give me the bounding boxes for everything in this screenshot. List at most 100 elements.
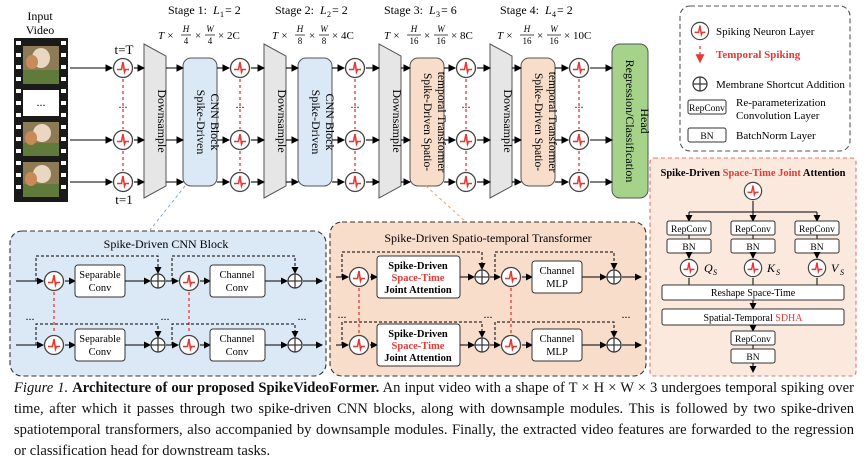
svg-text:Spike-Driven: Spike-Driven bbox=[388, 329, 448, 340]
svg-text:...: ... bbox=[622, 307, 631, 321]
stage-header-1: Stage 1: L 1 = 2 T × H 4 × W 4 × 2C bbox=[158, 3, 241, 46]
svg-text:MLP: MLP bbox=[546, 279, 568, 290]
svg-text:CNN Block: CNN Block bbox=[323, 94, 337, 151]
neuron-column-2: ... bbox=[229, 57, 251, 193]
svg-text:8: 8 bbox=[298, 36, 303, 46]
neuron-column-1: ... bbox=[112, 57, 134, 193]
svg-text:Temporal Spiking: Temporal Spiking bbox=[716, 49, 801, 61]
cnn-block-stage2: Spike-Driven CNN Block bbox=[297, 57, 337, 187]
svg-text:RepConv: RepConv bbox=[799, 225, 835, 235]
svg-text:Convolution Layer: Convolution Layer bbox=[736, 110, 820, 122]
svg-text:× 8C: × 8C bbox=[451, 30, 473, 42]
transformer-detail-title: Spike-Driven Spatio-temporal Transformer bbox=[384, 231, 591, 245]
spiking-neuron-icon bbox=[112, 57, 134, 79]
spiking-neuron-icon bbox=[112, 171, 134, 193]
downsample-3: Downsample bbox=[378, 43, 404, 199]
svg-text:4: 4 bbox=[208, 36, 213, 46]
svg-text:T ×: T × bbox=[497, 30, 513, 42]
cnn-block-stage1: Spike-Driven CNN Block bbox=[182, 57, 222, 187]
video-filmstrip: ... bbox=[14, 38, 68, 202]
svg-text:Spike-Driven Spatio-: Spike-Driven Spatio- bbox=[532, 73, 544, 171]
svg-text:BN: BN bbox=[746, 243, 759, 253]
svg-text:×: × bbox=[309, 30, 315, 42]
svg-text:×: × bbox=[537, 30, 543, 42]
svg-text:BatchNorm Layer: BatchNorm Layer bbox=[736, 130, 816, 142]
svg-text:Space-Time: Space-Time bbox=[392, 341, 445, 352]
svg-text:CNN Block: CNN Block bbox=[208, 94, 222, 151]
svg-text:T ×: T × bbox=[384, 30, 400, 42]
attention-input-neuron-icon bbox=[743, 181, 763, 201]
transformer-detail-row-bottom: Spike-Driven Space-Time Joint Attention … bbox=[336, 321, 642, 367]
svg-text:× 4C: × 4C bbox=[332, 30, 354, 42]
video-frame-dots: ... bbox=[37, 95, 46, 109]
figure-caption: Figure 1. Architecture of our proposed S… bbox=[14, 378, 854, 462]
svg-text:Conv: Conv bbox=[226, 283, 250, 294]
svg-text:BN: BN bbox=[700, 132, 713, 142]
svg-text:...: ... bbox=[575, 97, 584, 111]
neuron-column-3: ... bbox=[344, 57, 366, 193]
svg-text:Q: Q bbox=[704, 261, 713, 275]
svg-text:Separable: Separable bbox=[79, 334, 121, 345]
downsample-1: Downsample bbox=[143, 43, 169, 199]
svg-text:16: 16 bbox=[437, 36, 447, 46]
spiking-neuron-icon bbox=[112, 129, 134, 151]
attention-branch-k: RepConv BN K S bbox=[730, 220, 780, 278]
svg-text:Downsample: Downsample bbox=[275, 89, 289, 152]
cnn-detail-row-top: Separable Conv Channel Conv bbox=[16, 255, 323, 298]
svg-text:2: 2 bbox=[327, 10, 331, 19]
svg-text:...: ... bbox=[236, 97, 245, 111]
svg-text:L: L bbox=[544, 3, 552, 17]
svg-text:Conv: Conv bbox=[89, 283, 113, 294]
svg-text:Joint Attention: Joint Attention bbox=[384, 353, 452, 364]
svg-text:W: W bbox=[437, 24, 446, 34]
cnn-detail-row-bottom: Separable Conv Channel Conv bbox=[16, 323, 323, 362]
svg-text:= 6: = 6 bbox=[441, 3, 457, 17]
downsample-4: Downsample bbox=[489, 43, 515, 199]
svg-text:× 10C: × 10C bbox=[564, 30, 591, 42]
svg-text:V: V bbox=[831, 261, 840, 275]
svg-text:temporal Transformer: temporal Transformer bbox=[546, 72, 558, 173]
svg-text:L: L bbox=[428, 3, 436, 17]
svg-text:H: H bbox=[410, 24, 418, 34]
svg-text:...: ... bbox=[338, 307, 347, 321]
svg-text:Downsample: Downsample bbox=[390, 89, 404, 152]
svg-text:16: 16 bbox=[523, 36, 533, 46]
regression-classification-head: Regression/Classification Head bbox=[611, 43, 652, 199]
svg-text:H: H bbox=[182, 24, 190, 34]
t-bottom-label: t=1 bbox=[115, 192, 132, 207]
legend-plus-icon bbox=[692, 76, 708, 92]
svg-text:Joint Attention: Joint Attention bbox=[384, 285, 452, 296]
svg-text:Membrane Shortcut Addition: Membrane Shortcut Addition bbox=[716, 79, 845, 91]
transformer-block-stage3: Spike-Driven Spatio- temporal Transforme… bbox=[409, 57, 447, 187]
video-frame-3 bbox=[23, 162, 59, 197]
svg-text:Stage 2:: Stage 2: bbox=[275, 3, 314, 17]
svg-text:Spike-Driven Spatio-: Spike-Driven Spatio- bbox=[421, 73, 433, 171]
svg-text:temporal Transformer: temporal Transformer bbox=[435, 72, 447, 173]
svg-text:W: W bbox=[550, 24, 559, 34]
caption-title: Architecture of our proposed SpikeVideoF… bbox=[72, 380, 380, 396]
neuron-column-4: ... bbox=[455, 57, 477, 193]
cnn-block-detail: Spike-Driven CNN Block Separable Conv Ch… bbox=[9, 230, 327, 377]
svg-text:RepConv: RepConv bbox=[689, 104, 725, 114]
downsample-2: Downsample bbox=[263, 43, 289, 199]
svg-text:...: ... bbox=[26, 309, 35, 323]
svg-text:...: ... bbox=[119, 97, 128, 111]
svg-text:3: 3 bbox=[436, 10, 440, 19]
svg-text:Regression/Classification: Regression/Classification bbox=[623, 60, 637, 183]
svg-text:Channel: Channel bbox=[540, 266, 575, 277]
svg-text:Spike-Driven: Spike-Driven bbox=[388, 261, 448, 272]
attention-branch-v: RepConv BN V S bbox=[794, 220, 844, 278]
svg-text:Conv: Conv bbox=[89, 347, 113, 358]
svg-text:BN: BN bbox=[810, 243, 823, 253]
input-label: Input bbox=[27, 9, 53, 23]
svg-text:S: S bbox=[776, 268, 780, 277]
svg-text:Spiking Neuron Layer: Spiking Neuron Layer bbox=[716, 26, 815, 38]
attention-branch-q: RepConv BN Q S bbox=[666, 220, 717, 278]
svg-text:× 2C: × 2C bbox=[218, 30, 240, 42]
svg-text:4: 4 bbox=[552, 10, 556, 19]
svg-text:RepConv: RepConv bbox=[735, 335, 771, 345]
stage-header-4: Stage 4: L 4 = 2 T × H 16 × W 16 × 10C bbox=[497, 3, 591, 46]
svg-text:W: W bbox=[206, 24, 215, 34]
svg-text:...: ... bbox=[484, 307, 493, 321]
svg-text:= 2: = 2 bbox=[225, 3, 241, 17]
